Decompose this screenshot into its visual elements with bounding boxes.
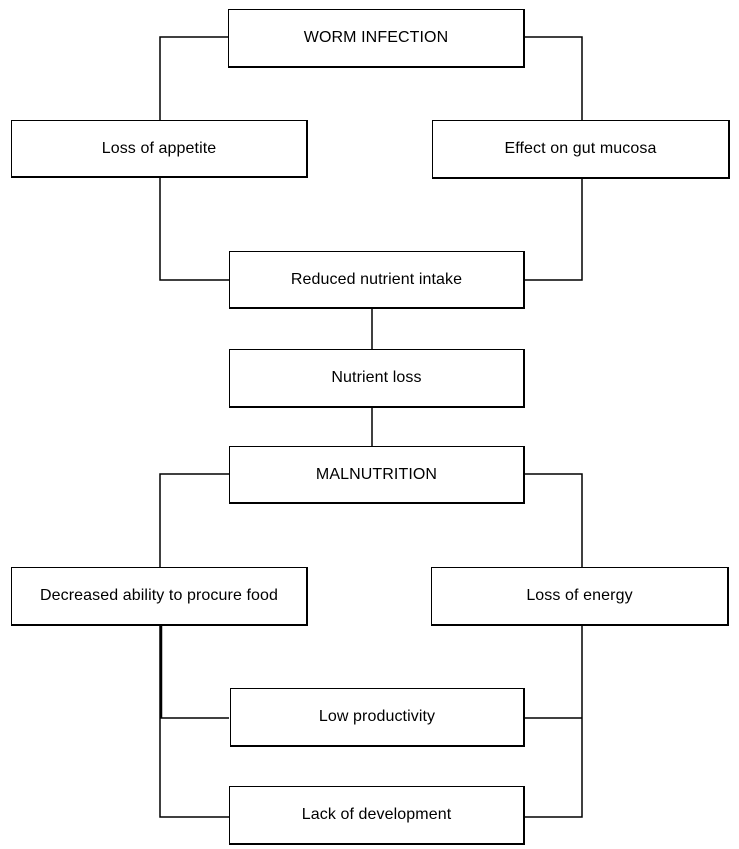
node-reduced-nutrient-intake: Reduced nutrient intake (229, 251, 525, 309)
node-loss-of-energy-label: Loss of energy (526, 587, 633, 604)
connector-energy-to-development (524, 625, 583, 818)
node-nutrient-loss: Nutrient loss (229, 349, 525, 408)
node-lack-of-development-label: Lack of development (301, 806, 452, 823)
connector-gut-to-intake (524, 178, 583, 281)
node-loss-of-appetite-label: Loss of appetite (101, 139, 217, 157)
node-effect-on-gut-mucosa: Effect on gut mucosa (432, 120, 730, 179)
node-decreased-ability: Decreased ability to procure food (11, 567, 308, 626)
node-low-productivity-label: Low productivity (318, 708, 436, 725)
node-malnutrition: MALNUTRITION (229, 446, 525, 504)
node-worm-infection-label: WORM INFECTION (303, 29, 449, 46)
connector-malnutrition-to-ability (159, 473, 229, 568)
node-reduced-nutrient-intake-label: Reduced nutrient intake (290, 270, 463, 288)
node-effect-on-gut-mucosa-label: Effect on gut mucosa (504, 140, 657, 157)
node-loss-of-energy: Loss of energy (431, 567, 729, 626)
node-lack-of-development: Lack of development (229, 786, 525, 845)
connector-worm-to-gut (524, 36, 583, 120)
node-nutrient-loss-label: Nutrient loss (331, 369, 422, 386)
node-low-productivity: Low productivity (230, 688, 525, 747)
connector-ability-to-development (159, 625, 229, 818)
connector-appetite-to-intake (159, 178, 229, 281)
node-decreased-ability-label: Decreased ability to procure food (39, 587, 279, 604)
node-loss-of-appetite: Loss of appetite (11, 120, 308, 178)
node-malnutrition-label: MALNUTRITION (315, 465, 438, 483)
node-worm-infection: WORM INFECTION (228, 9, 525, 68)
connector-malnutrition-to-energy (524, 473, 583, 568)
connector-worm-to-appetite (159, 36, 228, 120)
